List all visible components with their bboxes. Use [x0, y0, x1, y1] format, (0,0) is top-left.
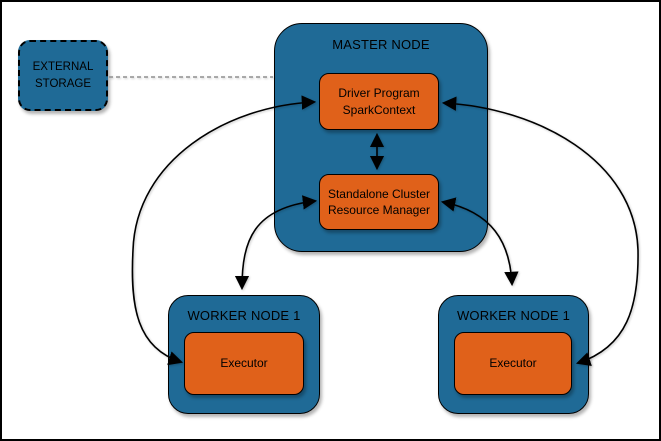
driver-program-box: Driver Program SparkContext [319, 73, 439, 130]
resource-manager-box: Standalone Cluster Resource Manager [319, 174, 439, 230]
external-storage-label-line2: STORAGE [34, 77, 92, 90]
resource-manager-label-line2: Resource Manager [327, 203, 431, 217]
worker-node-right-title: WORKER NODE 1 [456, 308, 571, 323]
worker-node-left-title: WORKER NODE 1 [187, 308, 301, 323]
executor-right-box: Executor [454, 332, 572, 395]
external-storage-label-line1: EXTERNAL [32, 61, 94, 74]
executor-right-label: Executor [489, 356, 537, 371]
external-storage-node: EXTERNAL STORAGE [18, 40, 108, 111]
driver-program-label-line2: SparkContext [342, 102, 416, 117]
driver-program-label-line1: Driver Program [338, 86, 420, 101]
executor-left-label: Executor [220, 356, 268, 371]
executor-left-box: Executor [184, 332, 304, 395]
resource-manager-label-line1: Standalone Cluster [327, 186, 431, 201]
master-node-title: MASTER NODE [332, 37, 430, 52]
